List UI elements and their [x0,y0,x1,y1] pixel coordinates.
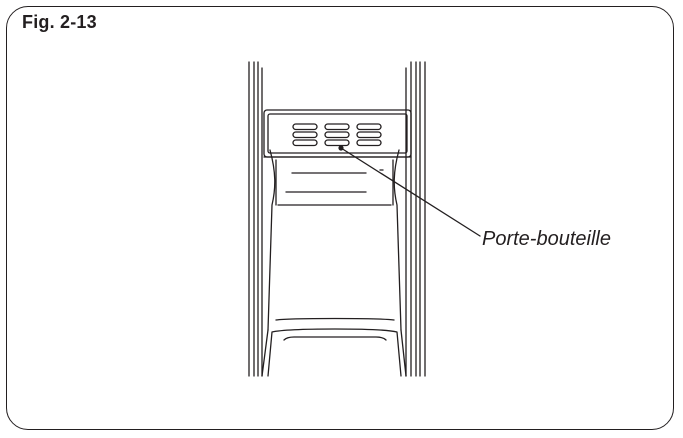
bottle-holder-slots [293,124,381,146]
bottle-holder-label: Porte-bouteille [482,228,611,250]
shelf-lines [286,170,383,192]
callout-leader [338,145,480,236]
lower-shelf [268,205,401,376]
figure-title: Fig. 2-13 [22,12,97,32]
door-liner [262,150,406,376]
left-frame-rails [249,62,262,376]
figure-frame [6,6,674,430]
right-frame-rails [406,62,425,376]
bottle-holder [264,110,411,157]
